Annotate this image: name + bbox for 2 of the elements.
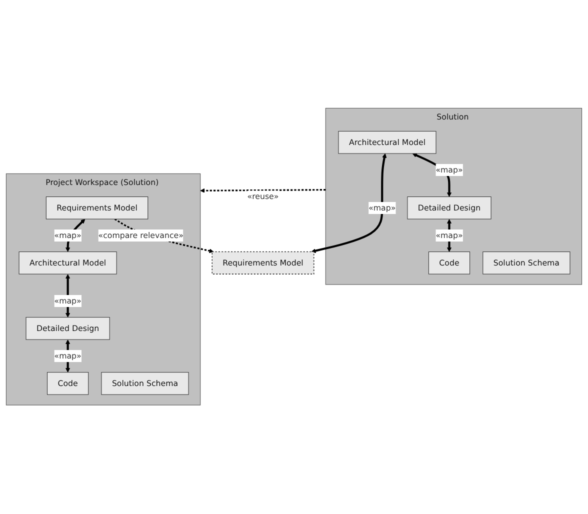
arrow (311, 154, 387, 254)
arrow (200, 188, 326, 194)
